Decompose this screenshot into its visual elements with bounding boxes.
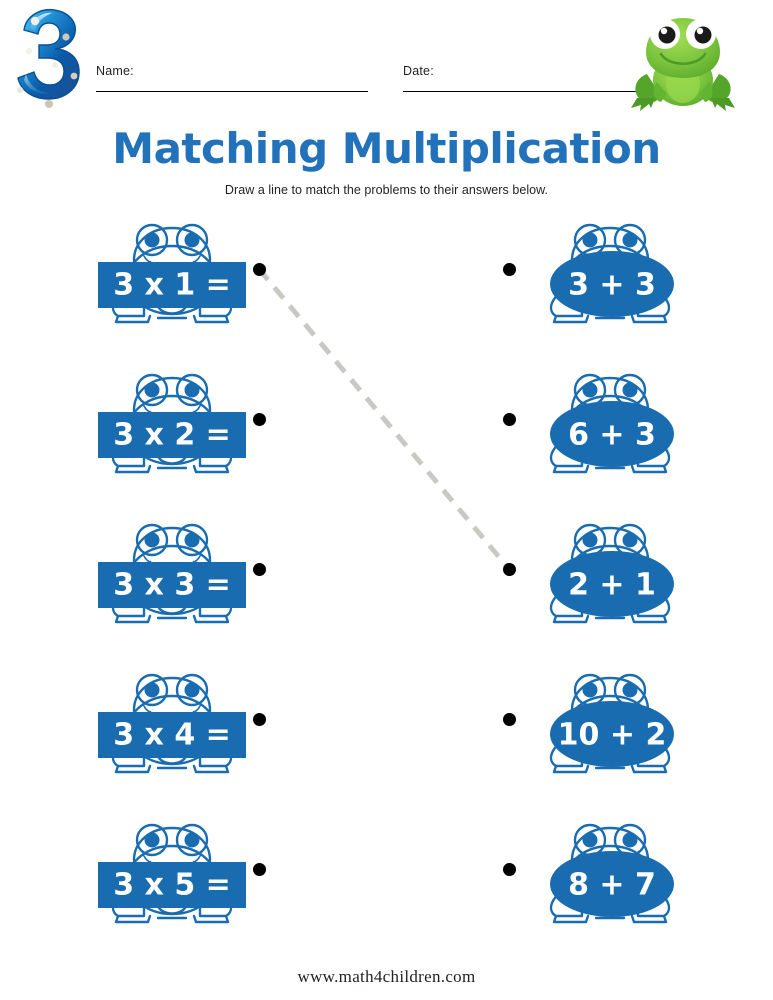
problem-dot-4[interactable] bbox=[252, 712, 266, 726]
problem-frog-2-icon: 3 x 2 = bbox=[98, 373, 246, 474]
answer-card-2[interactable]: 6 + 3 bbox=[530, 362, 730, 492]
problem-label-5: 3 x 5 = bbox=[113, 868, 231, 903]
answer-card-3[interactable]: 2 + 1 bbox=[530, 512, 730, 642]
answer-frog-1-icon: 3 + 3 bbox=[549, 223, 674, 324]
problem-dot-1[interactable] bbox=[252, 262, 266, 276]
answer-dot-3[interactable] bbox=[502, 562, 516, 576]
match-row: 3 x 3 = 2 + 1 bbox=[0, 512, 773, 652]
problem-card-2[interactable]: 3 x 2 = bbox=[92, 362, 292, 492]
date-label: Date: bbox=[403, 64, 434, 78]
problem-card-3[interactable]: 3 x 3 = bbox=[92, 512, 292, 642]
answer-frog-5-icon: 8 + 7 bbox=[549, 823, 674, 924]
problem-card-1[interactable]: 3 x 1 = bbox=[92, 212, 292, 342]
problem-frog-5-icon: 3 x 5 = bbox=[98, 823, 246, 924]
problem-dot-5[interactable] bbox=[252, 862, 266, 876]
answer-dot-2[interactable] bbox=[502, 412, 516, 426]
match-row: 3 x 4 = 10 + 2 bbox=[0, 662, 773, 802]
problem-frog-1-icon: 3 x 1 = bbox=[98, 223, 246, 324]
date-field[interactable]: Date: bbox=[403, 64, 675, 104]
match-row: 3 x 1 = 3 + 3 bbox=[0, 212, 773, 352]
answer-label-5: 8 + 7 bbox=[568, 868, 656, 903]
answer-label-2: 6 + 3 bbox=[568, 418, 656, 453]
problem-dot-2[interactable] bbox=[252, 412, 266, 426]
balloon-number-3-icon bbox=[8, 4, 86, 122]
answer-dot-1[interactable] bbox=[502, 262, 516, 276]
problem-label-1: 3 x 1 = bbox=[113, 268, 231, 303]
answer-label-3: 2 + 1 bbox=[568, 568, 656, 603]
mascot-frog-icon bbox=[627, 8, 739, 116]
name-rule bbox=[96, 91, 368, 92]
footer-url: www.math4children.com bbox=[297, 967, 476, 986]
answer-dot-4[interactable] bbox=[502, 712, 516, 726]
date-rule bbox=[403, 91, 675, 92]
problem-label-3: 3 x 3 = bbox=[113, 568, 231, 603]
answer-frog-3-icon: 2 + 1 bbox=[549, 523, 674, 624]
problem-label-4: 3 x 4 = bbox=[113, 718, 231, 753]
problem-frog-4-icon: 3 x 4 = bbox=[98, 673, 246, 774]
answer-label-4: 10 + 2 bbox=[558, 718, 667, 753]
problem-dot-3[interactable] bbox=[252, 562, 266, 576]
answer-frog-4-icon: 10 + 2 bbox=[549, 673, 674, 774]
problem-card-4[interactable]: 3 x 4 = bbox=[92, 662, 292, 792]
match-row: 3 x 5 = 8 + 7 bbox=[0, 812, 773, 952]
answer-card-5[interactable]: 8 + 7 bbox=[530, 812, 730, 942]
answer-card-4[interactable]: 10 + 2 bbox=[530, 662, 730, 792]
page-subtitle: Draw a line to match the problems to the… bbox=[224, 183, 549, 197]
answer-dot-5[interactable] bbox=[502, 862, 516, 876]
problem-frog-3-icon: 3 x 3 = bbox=[98, 523, 246, 624]
answer-card-1[interactable]: 3 + 3 bbox=[530, 212, 730, 342]
problem-label-2: 3 x 2 = bbox=[113, 418, 231, 453]
name-field[interactable]: Name: bbox=[96, 64, 368, 104]
problem-card-5[interactable]: 3 x 5 = bbox=[92, 812, 292, 942]
name-label: Name: bbox=[96, 64, 134, 78]
page-title: Matching Multiplication bbox=[112, 124, 661, 173]
answer-frog-2-icon: 6 + 3 bbox=[549, 373, 674, 474]
match-row: 3 x 2 = 6 + 3 bbox=[0, 362, 773, 502]
answer-label-1: 3 + 3 bbox=[568, 268, 656, 303]
